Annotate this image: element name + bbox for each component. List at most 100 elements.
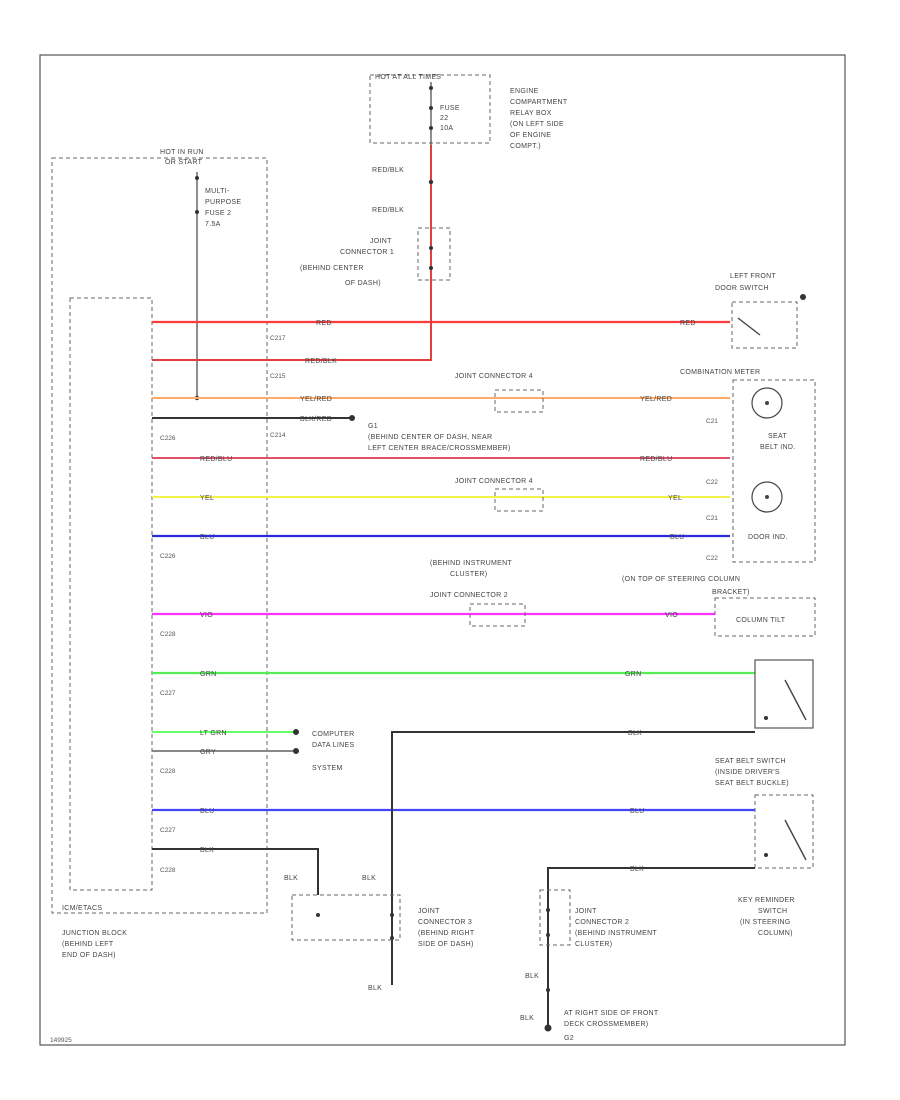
joint-connector-2-cluster [469, 603, 526, 627]
svg-text:BLK: BLK [520, 1015, 534, 1022]
svg-text:RED/BLU: RED/BLU [200, 456, 232, 463]
ground-g1-label: G1 (BEHIND CENTER OF DASH, NEAR LEFT CEN… [368, 423, 511, 452]
svg-text:CONNECTOR 1: CONNECTOR 1 [340, 249, 394, 256]
svg-text:COMPUTER: COMPUTER [312, 731, 354, 738]
svg-text:10A: 10A [440, 125, 453, 132]
svg-text:HOT IN RUN: HOT IN RUN [160, 149, 204, 156]
multi-purpose-fuse-label: MULTI- PURPOSE FUSE 2 7.5A [205, 188, 241, 228]
hot-at-all-times-label: HOT AT ALL TIMES [375, 74, 441, 81]
svg-text:BLK: BLK [200, 847, 214, 854]
svg-text:YEL/RED: YEL/RED [640, 396, 672, 403]
svg-text:CLUSTER): CLUSTER) [450, 571, 487, 578]
wire-blk-key [547, 867, 755, 1028]
seat-belt-switch-label: SEAT BELT SWITCH (INSIDE DRIVER'S SEAT B… [715, 758, 789, 787]
svg-text:AT RIGHT SIDE OF FRONT: AT RIGHT SIDE OF FRONT [564, 1010, 659, 1017]
svg-text:C227: C227 [160, 690, 176, 697]
svg-text:KEY REMINDER: KEY REMINDER [738, 897, 795, 904]
wire-blk-jc3 [152, 848, 319, 895]
seat-belt-ind-label: SEAT BELT IND. [760, 433, 796, 451]
junction-block-code: ICM/ETACS [62, 905, 102, 912]
svg-text:JOINT: JOINT [418, 908, 440, 915]
key-reminder-switch [754, 794, 814, 869]
svg-text:C22: C22 [706, 479, 718, 486]
svg-text:YEL: YEL [200, 495, 214, 502]
svg-text:GRY: GRY [200, 749, 216, 756]
svg-text:C226: C226 [160, 553, 176, 560]
svg-text:END OF DASH): END OF DASH) [62, 952, 116, 959]
svg-text:SWITCH: SWITCH [758, 908, 787, 915]
svg-text:JOINT CONNECTOR 2: JOINT CONNECTOR 2 [430, 592, 508, 599]
svg-text:C21: C21 [706, 515, 718, 522]
svg-text:C21: C21 [706, 418, 718, 425]
svg-text:SEAT: SEAT [768, 433, 787, 440]
svg-text:VIO: VIO [200, 612, 213, 619]
svg-text:C228: C228 [160, 768, 176, 775]
svg-text:RED/BLK: RED/BLK [305, 358, 337, 365]
svg-text:(BEHIND INSTRUMENT: (BEHIND INSTRUMENT [430, 560, 512, 567]
svg-text:SEAT BELT SWITCH: SEAT BELT SWITCH [715, 758, 786, 765]
svg-text:DECK CROSSMEMBER): DECK CROSSMEMBER) [564, 1021, 648, 1028]
svg-text:(IN STEERING: (IN STEERING [740, 919, 791, 926]
engine-relay-box [369, 74, 491, 144]
red-blk-label-1: RED/BLK [372, 167, 404, 174]
svg-text:JOINT: JOINT [370, 238, 392, 245]
svg-text:RED/BLU: RED/BLU [640, 456, 672, 463]
svg-text:LEFT CENTER BRACE/CROSSMEMBER): LEFT CENTER BRACE/CROSSMEMBER) [368, 445, 511, 452]
svg-text:22: 22 [440, 115, 448, 122]
left-front-door-label: LEFT FRONT DOOR SWITCH [715, 273, 776, 292]
svg-text:LT GRN: LT GRN [200, 730, 227, 737]
svg-text:BLU: BLU [200, 534, 215, 541]
engine-box-label: ENGINE COMPARTMENT RELAY BOX (ON LEFT SI… [510, 88, 568, 150]
svg-text:JOINT CONNECTOR 4: JOINT CONNECTOR 4 [455, 373, 533, 380]
column-tilt-box [714, 597, 816, 637]
svg-text:(BEHIND CENTER: (BEHIND CENTER [300, 265, 364, 272]
svg-text:BLK: BLK [362, 875, 376, 882]
svg-text:YEL/RED: YEL/RED [300, 396, 332, 403]
behind-cluster-label: (BEHIND INSTRUMENT CLUSTER) JOINT CONNEC… [430, 560, 512, 599]
svg-text:DATA LINES: DATA LINES [312, 742, 354, 749]
svg-text:DOOR SWITCH: DOOR SWITCH [715, 285, 769, 292]
joint-connector-3-label: JOINT CONNECTOR 3 (BEHIND RIGHT SIDE OF … [418, 908, 475, 948]
svg-text:SIDE OF DASH): SIDE OF DASH) [418, 941, 474, 948]
joint-connector-4a [494, 389, 544, 413]
svg-text:RELAY BOX: RELAY BOX [510, 110, 552, 117]
svg-text:YEL: YEL [668, 495, 682, 502]
svg-text:BLK: BLK [630, 866, 644, 873]
svg-text:C227: C227 [160, 827, 176, 834]
junction-block [69, 297, 153, 891]
wire-red-blk [152, 280, 432, 361]
ground-g2 [544, 1024, 552, 1032]
svg-text:C214: C214 [270, 432, 286, 439]
svg-text:C217: C217 [270, 335, 286, 342]
svg-text:COLUMN TILT: COLUMN TILT [736, 617, 786, 624]
svg-text:ENGINE: ENGINE [510, 88, 539, 95]
svg-text:BLK/RED: BLK/RED [300, 416, 332, 423]
svg-text:CLUSTER): CLUSTER) [575, 941, 612, 948]
svg-text:OR START: OR START [165, 159, 203, 166]
svg-text:CONNECTOR 2: CONNECTOR 2 [575, 919, 629, 926]
svg-text:BLU: BLU [670, 534, 685, 541]
svg-text:PURPOSE: PURPOSE [205, 199, 241, 206]
hot-in-run-label: HOT IN RUN OR START [160, 149, 204, 166]
fuse-22: FUSE 22 10A [440, 105, 460, 132]
red-blk-label-2: RED/BLK [372, 207, 404, 214]
key-reminder-label: KEY REMINDER SWITCH (IN STEERING COLUMN) [738, 897, 795, 937]
left-front-door-switch [731, 301, 798, 349]
seat-belt-indicator-lamp [751, 387, 783, 419]
svg-text:VIO: VIO [665, 612, 678, 619]
svg-text:CONNECTOR 3: CONNECTOR 3 [418, 919, 472, 926]
junction-block-label: JUNCTION BLOCK (BEHIND LEFT END OF DASH) [62, 930, 127, 959]
svg-text:GRN: GRN [625, 671, 641, 678]
svg-text:BELT IND.: BELT IND. [760, 444, 796, 451]
svg-text:JUNCTION BLOCK: JUNCTION BLOCK [62, 930, 127, 937]
svg-text:BLU: BLU [200, 808, 215, 815]
svg-text:BLK: BLK [284, 875, 298, 882]
joint-connector-3 [291, 894, 401, 941]
svg-text:OF ENGINE: OF ENGINE [510, 132, 551, 139]
svg-text:(ON LEFT SIDE: (ON LEFT SIDE [510, 121, 564, 128]
svg-text:C228: C228 [160, 867, 176, 874]
joint-connector-2 [539, 889, 571, 946]
svg-text:JOINT CONNECTOR 4: JOINT CONNECTOR 4 [455, 478, 533, 485]
svg-text:C228: C228 [160, 631, 176, 638]
